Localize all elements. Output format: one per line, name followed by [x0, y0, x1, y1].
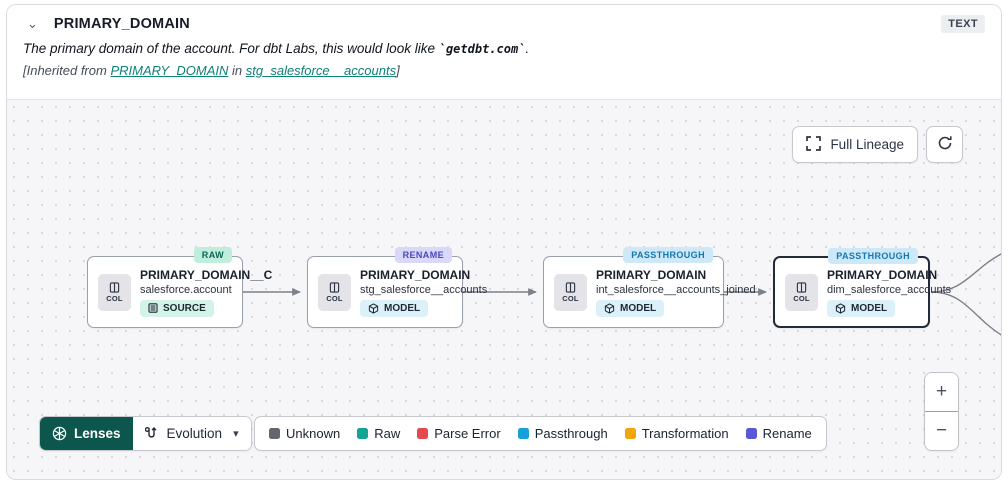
- legend-label: Unknown: [286, 426, 341, 441]
- legend-swatch: [624, 428, 636, 439]
- legend-swatch: [517, 428, 529, 439]
- resource-type-label: MODEL: [620, 302, 657, 314]
- node-model-name: dim_salesforce_accounts: [827, 283, 952, 296]
- evolution-legend: Unknown Raw Parse Error Passthrough Tran…: [254, 416, 827, 451]
- col-chip-label: COL: [562, 293, 579, 303]
- resource-type-badge: MODEL: [827, 299, 896, 317]
- refresh-button[interactable]: [926, 126, 963, 163]
- column-icon: [329, 281, 340, 293]
- node-column-name: PRIMARY_DOMAIN: [596, 267, 707, 282]
- lens-selector-dropdown[interactable]: Evolution ▾: [132, 417, 251, 450]
- legend-swatch: [417, 428, 429, 439]
- resource-type-badge: SOURCE: [140, 299, 214, 317]
- full-lineage-button[interactable]: Full Lineage: [792, 126, 918, 163]
- lens-aperture-icon: [52, 426, 67, 441]
- model-icon: [835, 302, 846, 314]
- lineage-node-dim-salesforce-accounts[interactable]: PASSTHROUGH COL PRIMARY_DOMAIN dim_sales…: [773, 248, 952, 328]
- lineage-node-int-salesforce-accounts-joined[interactable]: PASSTHROUGH COL PRIMARY_DOMAIN int_sales…: [543, 247, 756, 328]
- node-model-name: stg_salesforce__accounts: [360, 283, 488, 296]
- inherited-middle: in: [228, 63, 246, 78]
- lineage-node-stg-salesforce-accounts[interactable]: RENAME COL PRIMARY_DOMAIN stg_salesforce…: [307, 247, 488, 328]
- column-chip: COL: [98, 273, 131, 311]
- status-badge: RENAME: [394, 247, 452, 263]
- legend-item-parse-error: Parse Error: [417, 426, 501, 441]
- resource-type-badge: MODEL: [596, 299, 665, 317]
- legend-item-passthrough: Passthrough: [517, 426, 608, 441]
- node-model-name: salesforce.account: [140, 283, 232, 296]
- col-chip-label: COL: [326, 293, 343, 303]
- node-model-name: int_salesforce__accounts_joined: [596, 283, 756, 296]
- zoom-divider: [925, 411, 958, 412]
- page-title: PRIMARY_DOMAIN: [53, 16, 190, 32]
- legend-swatch: [745, 428, 757, 439]
- evolution-route-icon: [144, 426, 157, 438]
- resource-type-label: MODEL: [851, 302, 888, 314]
- legend-item-rename: Rename: [745, 426, 812, 441]
- column-lineage-panel: ⌄ PRIMARY_DOMAIN TEXT The primary domain…: [6, 4, 1002, 480]
- legend-item-transformation: Transformation: [624, 426, 729, 441]
- lenses-button[interactable]: Lenses: [40, 417, 133, 450]
- column-type-badge: TEXT: [941, 15, 985, 33]
- status-badge: RAW: [193, 247, 232, 263]
- status-badge: PASSTHROUGH: [623, 247, 713, 263]
- model-icon: [368, 302, 379, 314]
- legend-label: Transformation: [641, 426, 729, 441]
- resource-type-label: SOURCE: [163, 302, 206, 314]
- col-chip-label: COL: [106, 293, 123, 303]
- status-badge: PASSTHROUGH: [828, 248, 918, 264]
- legend-label: Parse Error: [434, 426, 501, 441]
- node-column-name: PRIMARY_DOMAIN: [360, 267, 471, 282]
- node-column-name: PRIMARY_DOMAIN: [827, 267, 938, 282]
- legend-swatch: [269, 428, 280, 439]
- lenses-control: Lenses Evolution ▾: [39, 416, 252, 451]
- inherited-from-line: [Inherited from PRIMARY_DOMAIN in stg_sa…: [23, 63, 985, 78]
- node-column-name: PRIMARY_DOMAIN__C: [140, 267, 273, 282]
- legend-label: Rename: [762, 426, 812, 441]
- legend-item-unknown: Unknown: [269, 426, 340, 441]
- selected-lens-label: Evolution: [166, 426, 223, 441]
- legend-item-raw: Raw: [357, 426, 400, 441]
- inherited-suffix: ]: [396, 63, 400, 78]
- zoom-out-button[interactable]: −: [925, 412, 958, 450]
- collapse-chevron-icon[interactable]: ⌄: [27, 16, 38, 31]
- col-chip-label: COL: [793, 293, 810, 303]
- inherited-column-link[interactable]: PRIMARY_DOMAIN: [110, 63, 229, 78]
- zoom-controls: + −: [924, 372, 959, 451]
- resource-type-badge: MODEL: [360, 299, 429, 317]
- lineage-canvas[interactable]: Full Lineage RAW COL PRIMARY_DOMAIN__C: [7, 99, 1001, 479]
- column-icon: [796, 281, 807, 293]
- full-lineage-label: Full Lineage: [830, 137, 904, 152]
- column-description: The primary domain of the account. For d…: [23, 41, 985, 56]
- zoom-in-button[interactable]: +: [925, 373, 958, 411]
- header: ⌄ PRIMARY_DOMAIN TEXT The primary domain…: [7, 5, 1001, 86]
- legend-swatch: [357, 428, 369, 439]
- source-icon: [148, 303, 158, 313]
- inherited-prefix: [Inherited from: [23, 63, 111, 78]
- canvas-toolbar: Full Lineage: [792, 126, 963, 163]
- resource-type-label: MODEL: [384, 302, 421, 314]
- column-icon: [565, 281, 576, 293]
- legend-label: Raw: [374, 426, 401, 441]
- model-icon: [604, 302, 615, 314]
- column-chip: COL: [318, 273, 351, 311]
- description-period: .: [525, 41, 530, 56]
- chevron-down-icon: ▾: [233, 428, 239, 440]
- lenses-label: Lenses: [74, 426, 121, 441]
- lineage-node-salesforce-account[interactable]: RAW COL PRIMARY_DOMAIN__C salesforce.acc…: [87, 247, 273, 328]
- legend-label: Passthrough: [534, 426, 608, 441]
- refresh-icon: [937, 135, 953, 154]
- column-icon: [109, 281, 120, 293]
- description-code: `getdbt.com`: [438, 42, 526, 56]
- column-chip: COL: [554, 273, 587, 311]
- description-text: The primary domain of the account. For d…: [23, 41, 439, 56]
- inherited-model-link[interactable]: stg_salesforce__accounts: [245, 63, 397, 78]
- column-chip: COL: [785, 273, 818, 311]
- expand-icon: [806, 135, 822, 154]
